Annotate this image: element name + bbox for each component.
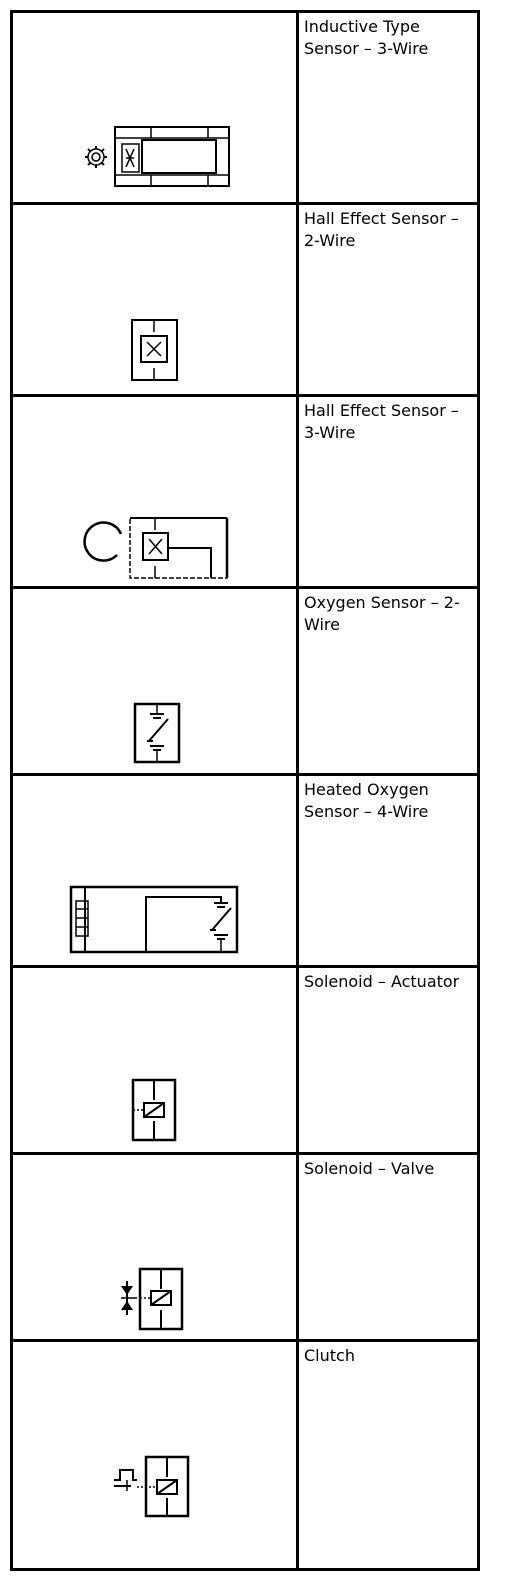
table-row: Heated Oxygen Sensor – 4-Wire: [10, 773, 480, 968]
symbol-label: Heated Oxygen Sensor – 4-Wire: [304, 780, 429, 821]
symbol-cell: [10, 586, 299, 776]
table-row: Inductive Type Sensor – 3-Wire: [10, 10, 480, 205]
table-row: Clutch: [10, 1339, 480, 1571]
symbol-cell: [10, 965, 299, 1155]
symbol-cell: [10, 394, 299, 589]
symbol-label: Clutch: [304, 1346, 355, 1365]
oxygen-sensor-symbol: [133, 702, 181, 764]
inductive-sensor-symbol: [85, 126, 230, 187]
hall-effect-3wire-symbol: [83, 517, 229, 579]
label-cell: Hall Effect Sensor – 3-Wire: [296, 394, 480, 589]
label-cell: Clutch: [296, 1339, 480, 1571]
table-row: Hall Effect Sensor – 3-Wire: [10, 394, 480, 589]
symbol-label: Hall Effect Sensor – 2-Wire: [304, 209, 459, 250]
symbol-label: Hall Effect Sensor – 3-Wire: [304, 401, 459, 442]
symbol-cell: [10, 1339, 299, 1571]
table-row: Hall Effect Sensor – 2-Wire: [10, 202, 480, 397]
label-cell: Inductive Type Sensor – 3-Wire: [296, 10, 480, 205]
solenoid-actuator-symbol: [131, 1078, 177, 1142]
label-cell: Hall Effect Sensor – 2-Wire: [296, 202, 480, 397]
symbol-table: Inductive Type Sensor – 3-Wire Hall Effe…: [10, 10, 480, 1571]
heated-oxygen-sensor-symbol: [69, 885, 239, 954]
symbol-cell: [10, 1152, 299, 1342]
table-row: Oxygen Sensor – 2-Wire: [10, 586, 480, 776]
clutch-symbol: [114, 1455, 190, 1518]
symbol-cell: [10, 202, 299, 397]
symbol-cell: [10, 10, 299, 205]
table-row: Solenoid – Valve: [10, 1152, 480, 1342]
symbol-label: Inductive Type Sensor – 3-Wire: [304, 17, 429, 58]
solenoid-valve-symbol: [121, 1267, 184, 1331]
label-cell: Oxygen Sensor – 2-Wire: [296, 586, 480, 776]
label-cell: Solenoid – Actuator: [296, 965, 480, 1155]
table-row: Solenoid – Actuator: [10, 965, 480, 1155]
symbol-label: Oxygen Sensor – 2-Wire: [304, 593, 460, 634]
label-cell: Heated Oxygen Sensor – 4-Wire: [296, 773, 480, 968]
label-cell: Solenoid – Valve: [296, 1152, 480, 1342]
hall-effect-2wire-symbol: [131, 319, 178, 381]
symbol-label: Solenoid – Valve: [304, 1159, 435, 1178]
symbol-label: Solenoid – Actuator: [304, 972, 460, 991]
symbol-cell: [10, 773, 299, 968]
